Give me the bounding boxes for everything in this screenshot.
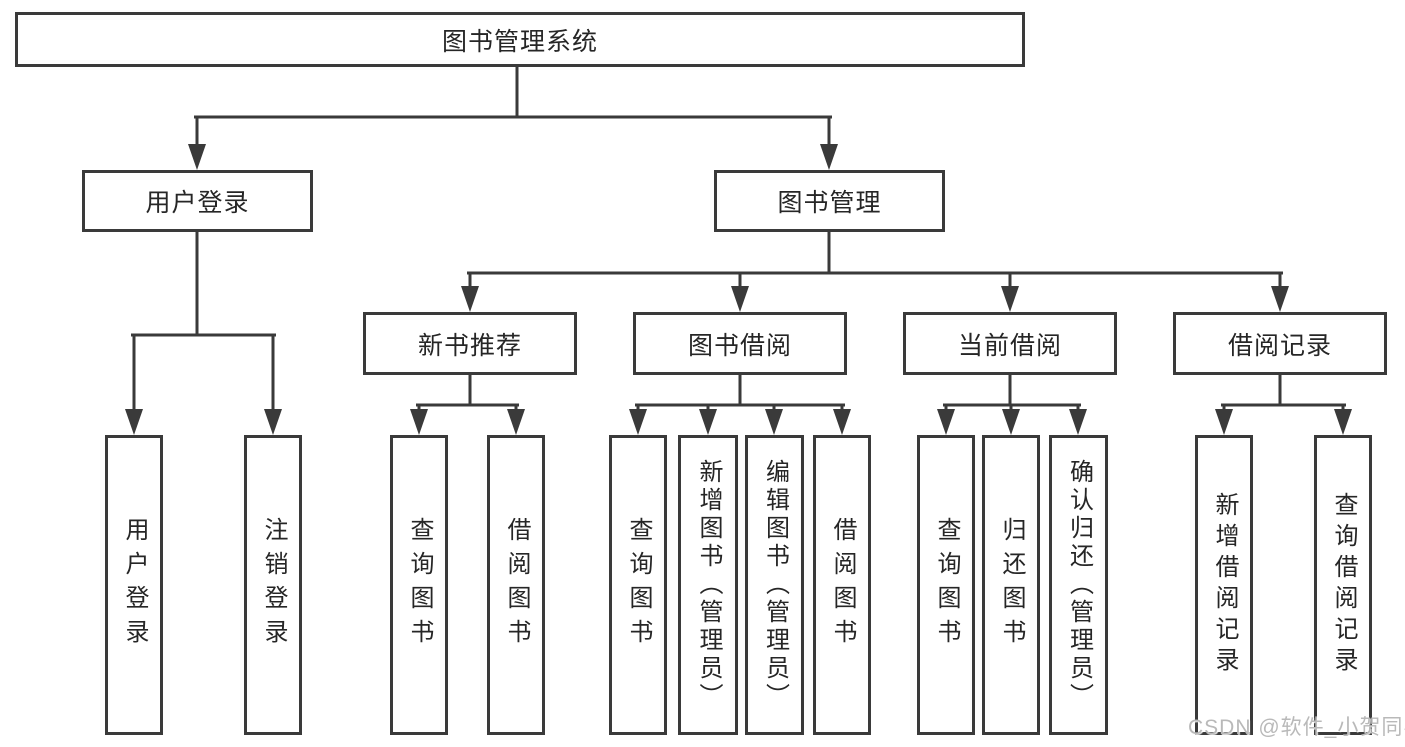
node-label: 新增图书（管理员） — [695, 459, 722, 711]
node-label: 查询图书 — [625, 517, 652, 653]
leaf-return-books: 归还图书 — [982, 435, 1040, 735]
node-label: 查询图书 — [406, 517, 433, 653]
node-label: 借阅记录 — [1227, 331, 1332, 360]
leaf-user-login: 用户登录 — [105, 435, 163, 735]
node-label: 用户登录 — [145, 189, 250, 217]
node-label: 当前借阅 — [957, 331, 1062, 360]
node-label: 图书借阅 — [687, 331, 792, 360]
node-label: 新增借阅记录 — [1211, 492, 1238, 678]
node-library-management-system: 图书管理系统 — [15, 12, 1025, 67]
node-current-borrow: 当前借阅 — [903, 312, 1117, 375]
node-label: 图书管理 — [777, 189, 882, 217]
node-label: 查询图书 — [933, 517, 960, 653]
node-borrow-records: 借阅记录 — [1173, 312, 1387, 375]
node-label: 借阅图书 — [503, 517, 530, 653]
node-label: 归还图书 — [998, 517, 1025, 653]
leaf-borrow-books-recommend: 借阅图书 — [487, 435, 545, 735]
leaf-add-borrow-record: 新增借阅记录 — [1195, 435, 1253, 735]
node-label: 注销登录 — [260, 517, 287, 653]
csdn-watermark: CSDN @软件_小贺同学 — [1188, 716, 1405, 739]
node-book-borrow: 图书借阅 — [633, 312, 847, 375]
leaf-add-books-admin: 新增图书（管理员） — [678, 435, 738, 735]
node-new-book-recommend: 新书推荐 — [363, 312, 577, 375]
leaf-confirm-return-admin: 确认归还（管理员） — [1049, 435, 1108, 735]
leaf-query-books-recommend: 查询图书 — [390, 435, 448, 735]
node-label: 图书管理系统 — [441, 27, 598, 56]
node-label: 确认归还（管理员） — [1065, 459, 1093, 711]
node-label: 编辑图书（管理员） — [761, 459, 789, 711]
leaf-query-borrow-record: 查询借阅记录 — [1314, 435, 1372, 735]
leaf-edit-books-admin: 编辑图书（管理员） — [745, 435, 804, 735]
node-label: 借阅图书 — [829, 517, 856, 653]
node-label: 新书推荐 — [417, 331, 522, 360]
node-user-login: 用户登录 — [82, 170, 313, 232]
node-label: 查询借阅记录 — [1330, 492, 1357, 678]
leaf-query-books-borrow: 查询图书 — [609, 435, 667, 735]
leaf-query-books-current: 查询图书 — [917, 435, 975, 735]
leaf-logout: 注销登录 — [244, 435, 302, 735]
node-book-management: 图书管理 — [714, 170, 945, 232]
node-label: 用户登录 — [121, 517, 148, 653]
leaf-borrow-books-borrow: 借阅图书 — [813, 435, 871, 735]
